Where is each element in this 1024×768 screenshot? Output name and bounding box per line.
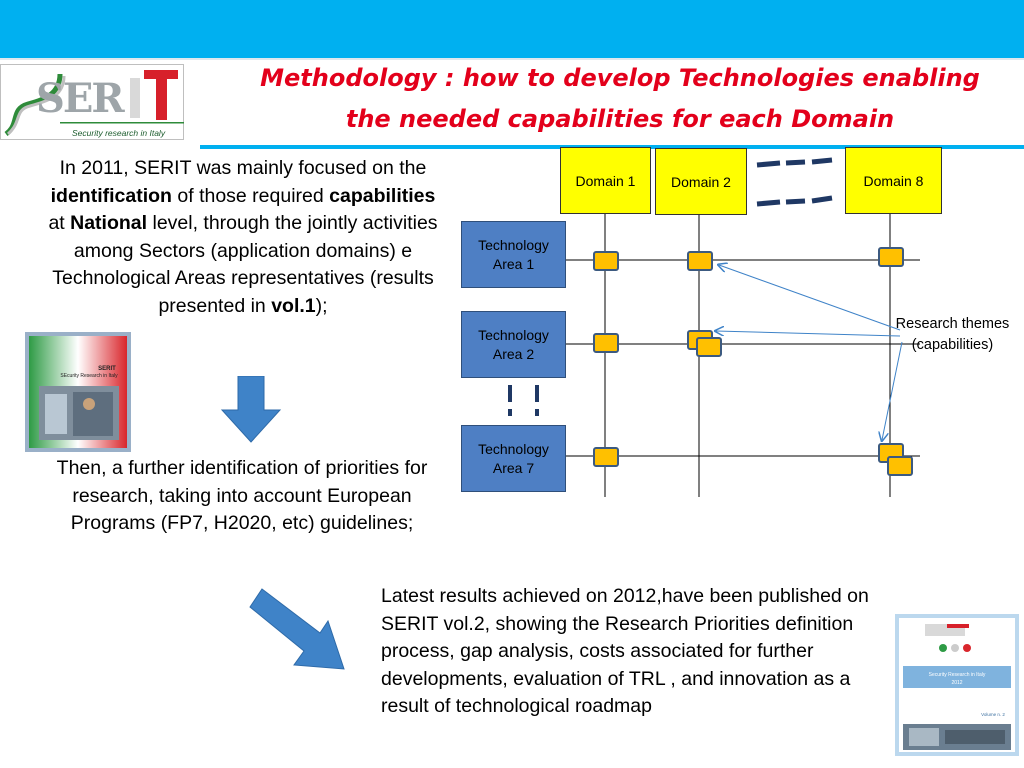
tech-area-1-box: Technology Area 1 (461, 221, 566, 288)
title-line-2: the needed capabilities for each Domain (345, 105, 895, 133)
tech-areas-ellipsis-icon (508, 385, 539, 416)
research-themes-line1: Research themes (895, 316, 1010, 332)
vol2-cover-band-text: Security Research in Italy (929, 672, 986, 678)
domains-ellipsis-icon (756, 157, 833, 207)
research-themes-line2: (capabilities) (911, 337, 994, 353)
node-domain1-area2 (593, 333, 619, 353)
tech-area-1-label-line2: Area 1 (492, 255, 535, 272)
intro-bold-capabilities: capabilities (329, 184, 436, 207)
tech-area-7-box: Technology Area 7 (461, 425, 566, 492)
domain-2-box: Domain 2 (655, 148, 747, 215)
vol2-cover-image: Security Research in Italy 2012 Volume n… (895, 614, 1019, 756)
vol2-cover-year: 2012 (951, 680, 962, 686)
down-arrow-icon (220, 376, 282, 443)
top-divider (0, 58, 1024, 60)
tech-area-2-label-line1: Technology (478, 326, 549, 343)
further-paragraph: Then, a further identification of priori… (56, 457, 428, 534)
tech-area-7-label-line1: Technology (478, 440, 549, 457)
domain-8-box: Domain 8 (845, 147, 942, 214)
intro-text-1: In 2011, SERIT was mainly focused on the (59, 157, 427, 179)
tech-area-7-label-line2: Area 7 (492, 459, 535, 476)
node-domain1-area7 (593, 447, 619, 467)
logo-caption: Security research in Italy (72, 128, 166, 138)
tech-area-2-box: Technology Area 2 (461, 311, 566, 378)
domain-2-label: Domain 2 (671, 174, 731, 190)
node-domain2-area2-front (696, 337, 722, 357)
vol1-cover-subtitle: SEcurity Research in Italy (60, 373, 118, 379)
intro-text-4: level, through the jointly activities am… (52, 212, 438, 317)
research-theme-arrows (716, 265, 903, 440)
node-domain8-area7-front (887, 456, 913, 476)
intro-text-5: ); (315, 294, 328, 317)
domain-1-label: Domain 1 (575, 173, 636, 189)
latest-results-paragraph: Latest results achieved on 2012,have bee… (381, 585, 869, 717)
diagonal-arrow-icon (249, 588, 345, 670)
top-banner (0, 0, 1024, 58)
intro-bold-vol1: vol.1 (271, 294, 316, 317)
serit-logo: SER (0, 64, 184, 140)
intro-text-2: of those required (171, 184, 330, 207)
tech-area-1-label-line1: Technology (478, 236, 549, 253)
intro-bold-identification: identification (50, 184, 172, 207)
capability-matrix-diagram (508, 157, 920, 497)
tech-area-2-label-line2: Area 2 (492, 345, 535, 362)
intro-bold-national: National (70, 212, 148, 234)
vol1-cover-image: SERIT SEcurity Research in Italy (25, 332, 131, 452)
vol2-cover-volume: Volume n. 2 (981, 712, 1005, 717)
domain-8-label: Domain 8 (863, 173, 924, 189)
intro-text-3: at (48, 212, 71, 234)
research-themes-label: Research themes (capabilities) (880, 314, 1024, 356)
intro-paragraph: In 2011, SERIT was mainly focused on the… (42, 155, 444, 320)
node-domain1-area1 (593, 251, 619, 271)
node-domain2-area1 (687, 251, 713, 271)
vol1-cover-title: SERIT (98, 366, 116, 372)
page-title: Methodology : how to develop Technologie… (250, 58, 990, 140)
title-line-1: Methodology : how to develop Technologie… (260, 64, 980, 92)
domain-1-box: Domain 1 (560, 147, 651, 214)
svg-text:SER: SER (36, 75, 125, 122)
node-domain8-area1 (878, 247, 904, 267)
